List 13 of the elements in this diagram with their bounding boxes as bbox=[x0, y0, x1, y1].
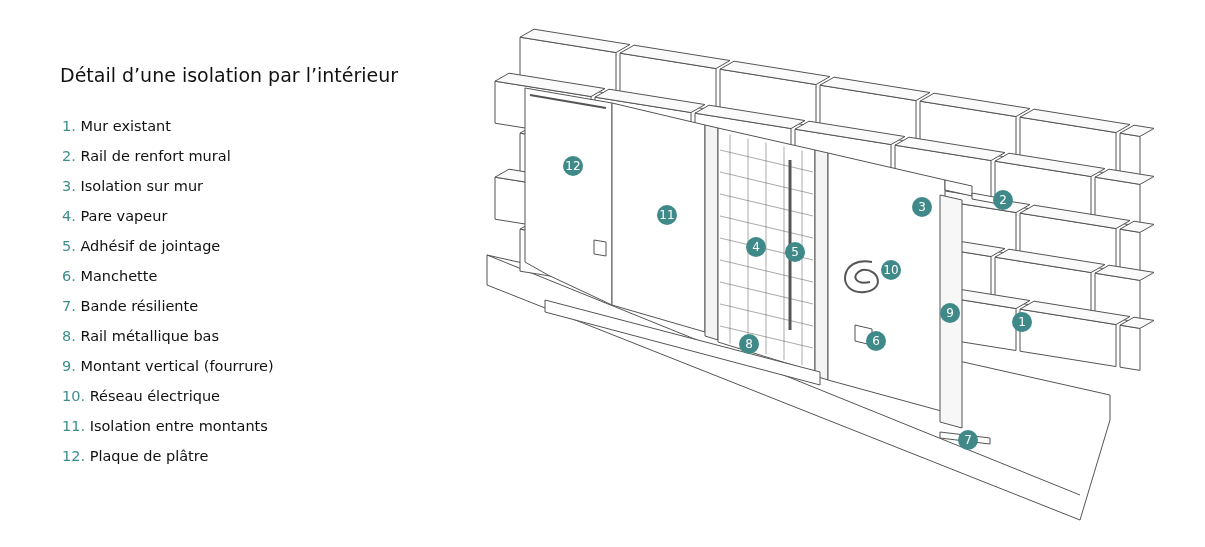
diagram-title: Détail d’une isolation par l’intérieur bbox=[60, 64, 399, 86]
legend-item: 5. Adhésif de jointage bbox=[62, 238, 221, 254]
legend-item: 6. Manchette bbox=[62, 268, 158, 284]
legend-item: 12. Plaque de plâtre bbox=[62, 448, 209, 464]
legend-item: 8. Rail métallique bas bbox=[62, 328, 220, 344]
legend-item: 3. Isolation sur mur bbox=[62, 178, 204, 194]
legend-item: 7. Bande résiliente bbox=[62, 298, 199, 314]
legend-item: 2. Rail de renfort mural bbox=[62, 148, 231, 164]
legend-item: 1. Mur existant bbox=[62, 118, 171, 134]
legend-item: 11. Isolation entre montants bbox=[62, 418, 268, 434]
legend-item: 9. Montant vertical (fourrure) bbox=[62, 358, 274, 374]
legend-item: 4. Pare vapeur bbox=[62, 208, 168, 224]
legend-item: 10. Réseau électrique bbox=[62, 388, 220, 404]
